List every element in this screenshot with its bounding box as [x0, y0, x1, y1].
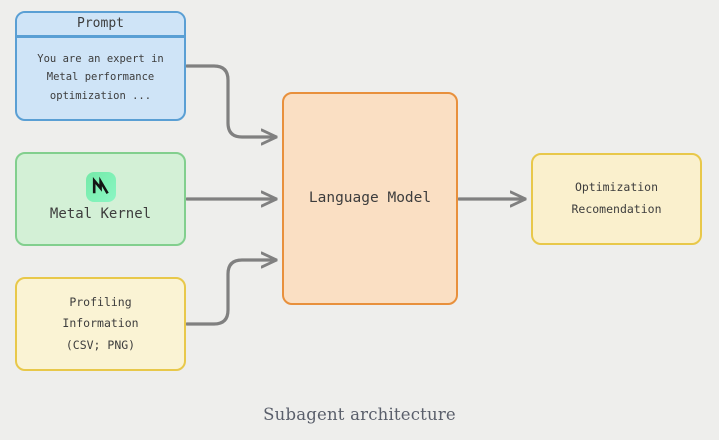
prompt-body: You are an expert in Metal performance o…: [17, 38, 184, 119]
output-label: Optimization Recomendation: [571, 180, 662, 216]
edge-profiling-to-model: [185, 260, 276, 326]
node-metal-kernel[interactable]: Metal Kernel: [15, 152, 186, 246]
language-model-label: Language Model: [308, 190, 432, 207]
prompt-title: Prompt: [77, 15, 124, 31]
node-language-model[interactable]: Language Model: [282, 92, 458, 305]
prompt-body-text: You are an expert in Metal performance o…: [37, 52, 164, 102]
prompt-title-bar: Prompt: [17, 13, 184, 38]
edge-prompt-to-model: [185, 64, 276, 137]
metal-logo-icon: [85, 172, 116, 203]
profiling-label: Profiling Information (CSV; PNG): [62, 295, 139, 352]
diagram-caption: Subagent architecture: [263, 405, 456, 424]
node-optimization-recommendation[interactable]: Optimization Recomendation: [531, 153, 702, 245]
node-prompt[interactable]: Prompt You are an expert in Metal perfor…: [15, 11, 186, 121]
node-profiling-information[interactable]: Profiling Information (CSV; PNG): [15, 277, 186, 371]
metal-kernel-label: Metal Kernel: [49, 206, 152, 223]
